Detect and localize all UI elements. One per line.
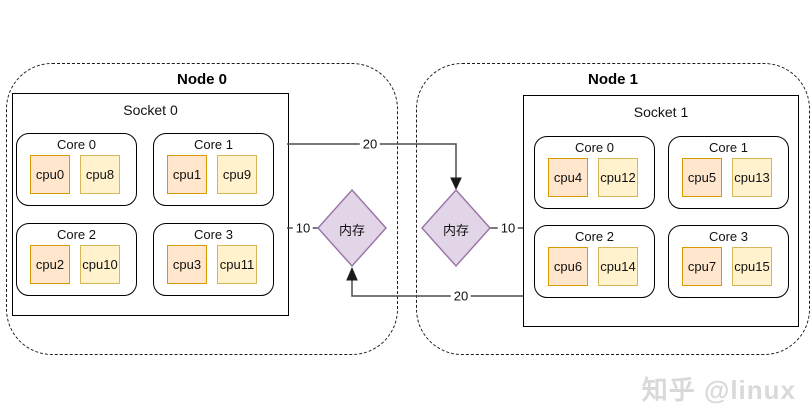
core-title: Core 3 — [193, 227, 234, 242]
cpu-box: cpu15 — [732, 247, 772, 286]
core-title: Core 1 — [193, 137, 234, 152]
core-title: Core 0 — [574, 140, 615, 155]
core-title: Core 1 — [708, 140, 749, 155]
cpu-box: cpu3 — [167, 245, 207, 284]
cpu-box: cpu6 — [548, 247, 588, 286]
cpu-box: cpu0 — [30, 155, 70, 194]
node1-core-0-box: Core 0 cpu4 cpu12 — [534, 136, 655, 209]
cost-label-local-node1: 10 — [497, 220, 519, 236]
core-title: Core 2 — [574, 229, 615, 244]
node1-core-1-box: Core 1 cpu5 cpu13 — [668, 136, 789, 209]
core-title: Core 2 — [56, 227, 97, 242]
cpu-box: cpu2 — [30, 245, 70, 284]
node0-core-0-box: Core 0 cpu0 cpu8 — [16, 133, 137, 206]
node1-memory-label: 内存 — [442, 223, 469, 238]
socket-1-box: Socket 1 Core 0 cpu4 cpu12 Core 1 cpu5 c… — [523, 95, 799, 327]
cpu-box: cpu7 — [682, 247, 722, 286]
node-0-container: Node 0 — [6, 63, 398, 355]
node-0-title: Node 0 — [176, 71, 227, 88]
cpu-box: cpu11 — [217, 245, 257, 284]
node0-core-2-box: Core 2 cpu2 cpu10 — [16, 223, 137, 296]
node-1-title: Node 1 — [587, 71, 638, 88]
zhihu-watermark: 知乎 @linux — [641, 375, 796, 405]
node0-memory-label: 内存 — [338, 223, 365, 238]
cpu-box: cpu1 — [167, 155, 207, 194]
core-title: Core 0 — [56, 137, 97, 152]
cpu-box: cpu14 — [598, 247, 638, 286]
node0-core-3-box: Core 3 cpu3 cpu11 — [153, 223, 274, 296]
cost-label-remote-top: 20 — [359, 136, 381, 152]
cpu-box: cpu10 — [80, 245, 120, 284]
cpu-box: cpu9 — [217, 155, 257, 194]
core-title: Core 3 — [708, 229, 749, 244]
node0-core-1-box: Core 1 cpu1 cpu9 — [153, 133, 274, 206]
socket-0-title: Socket 0 — [123, 102, 178, 118]
socket-1-title: Socket 1 — [633, 104, 689, 120]
socket-0-box: Socket 0 Core 0 cpu0 cpu8 Core 1 cpu1 cp… — [12, 93, 289, 316]
node-1-container: Node 1 — [416, 63, 810, 355]
cpu-box: cpu12 — [598, 158, 638, 197]
node1-core-2-box: Core 2 cpu6 cpu14 — [534, 225, 655, 298]
cost-label-remote-bottom: 20 — [450, 288, 472, 304]
cpu-box: cpu4 — [548, 158, 588, 197]
cost-label-local-node0: 10 — [292, 220, 314, 236]
cpu-box: cpu8 — [80, 155, 120, 194]
node1-core-3-box: Core 3 cpu7 cpu15 — [668, 225, 789, 298]
cpu-box: cpu5 — [682, 158, 722, 197]
cpu-box: cpu13 — [732, 158, 772, 197]
